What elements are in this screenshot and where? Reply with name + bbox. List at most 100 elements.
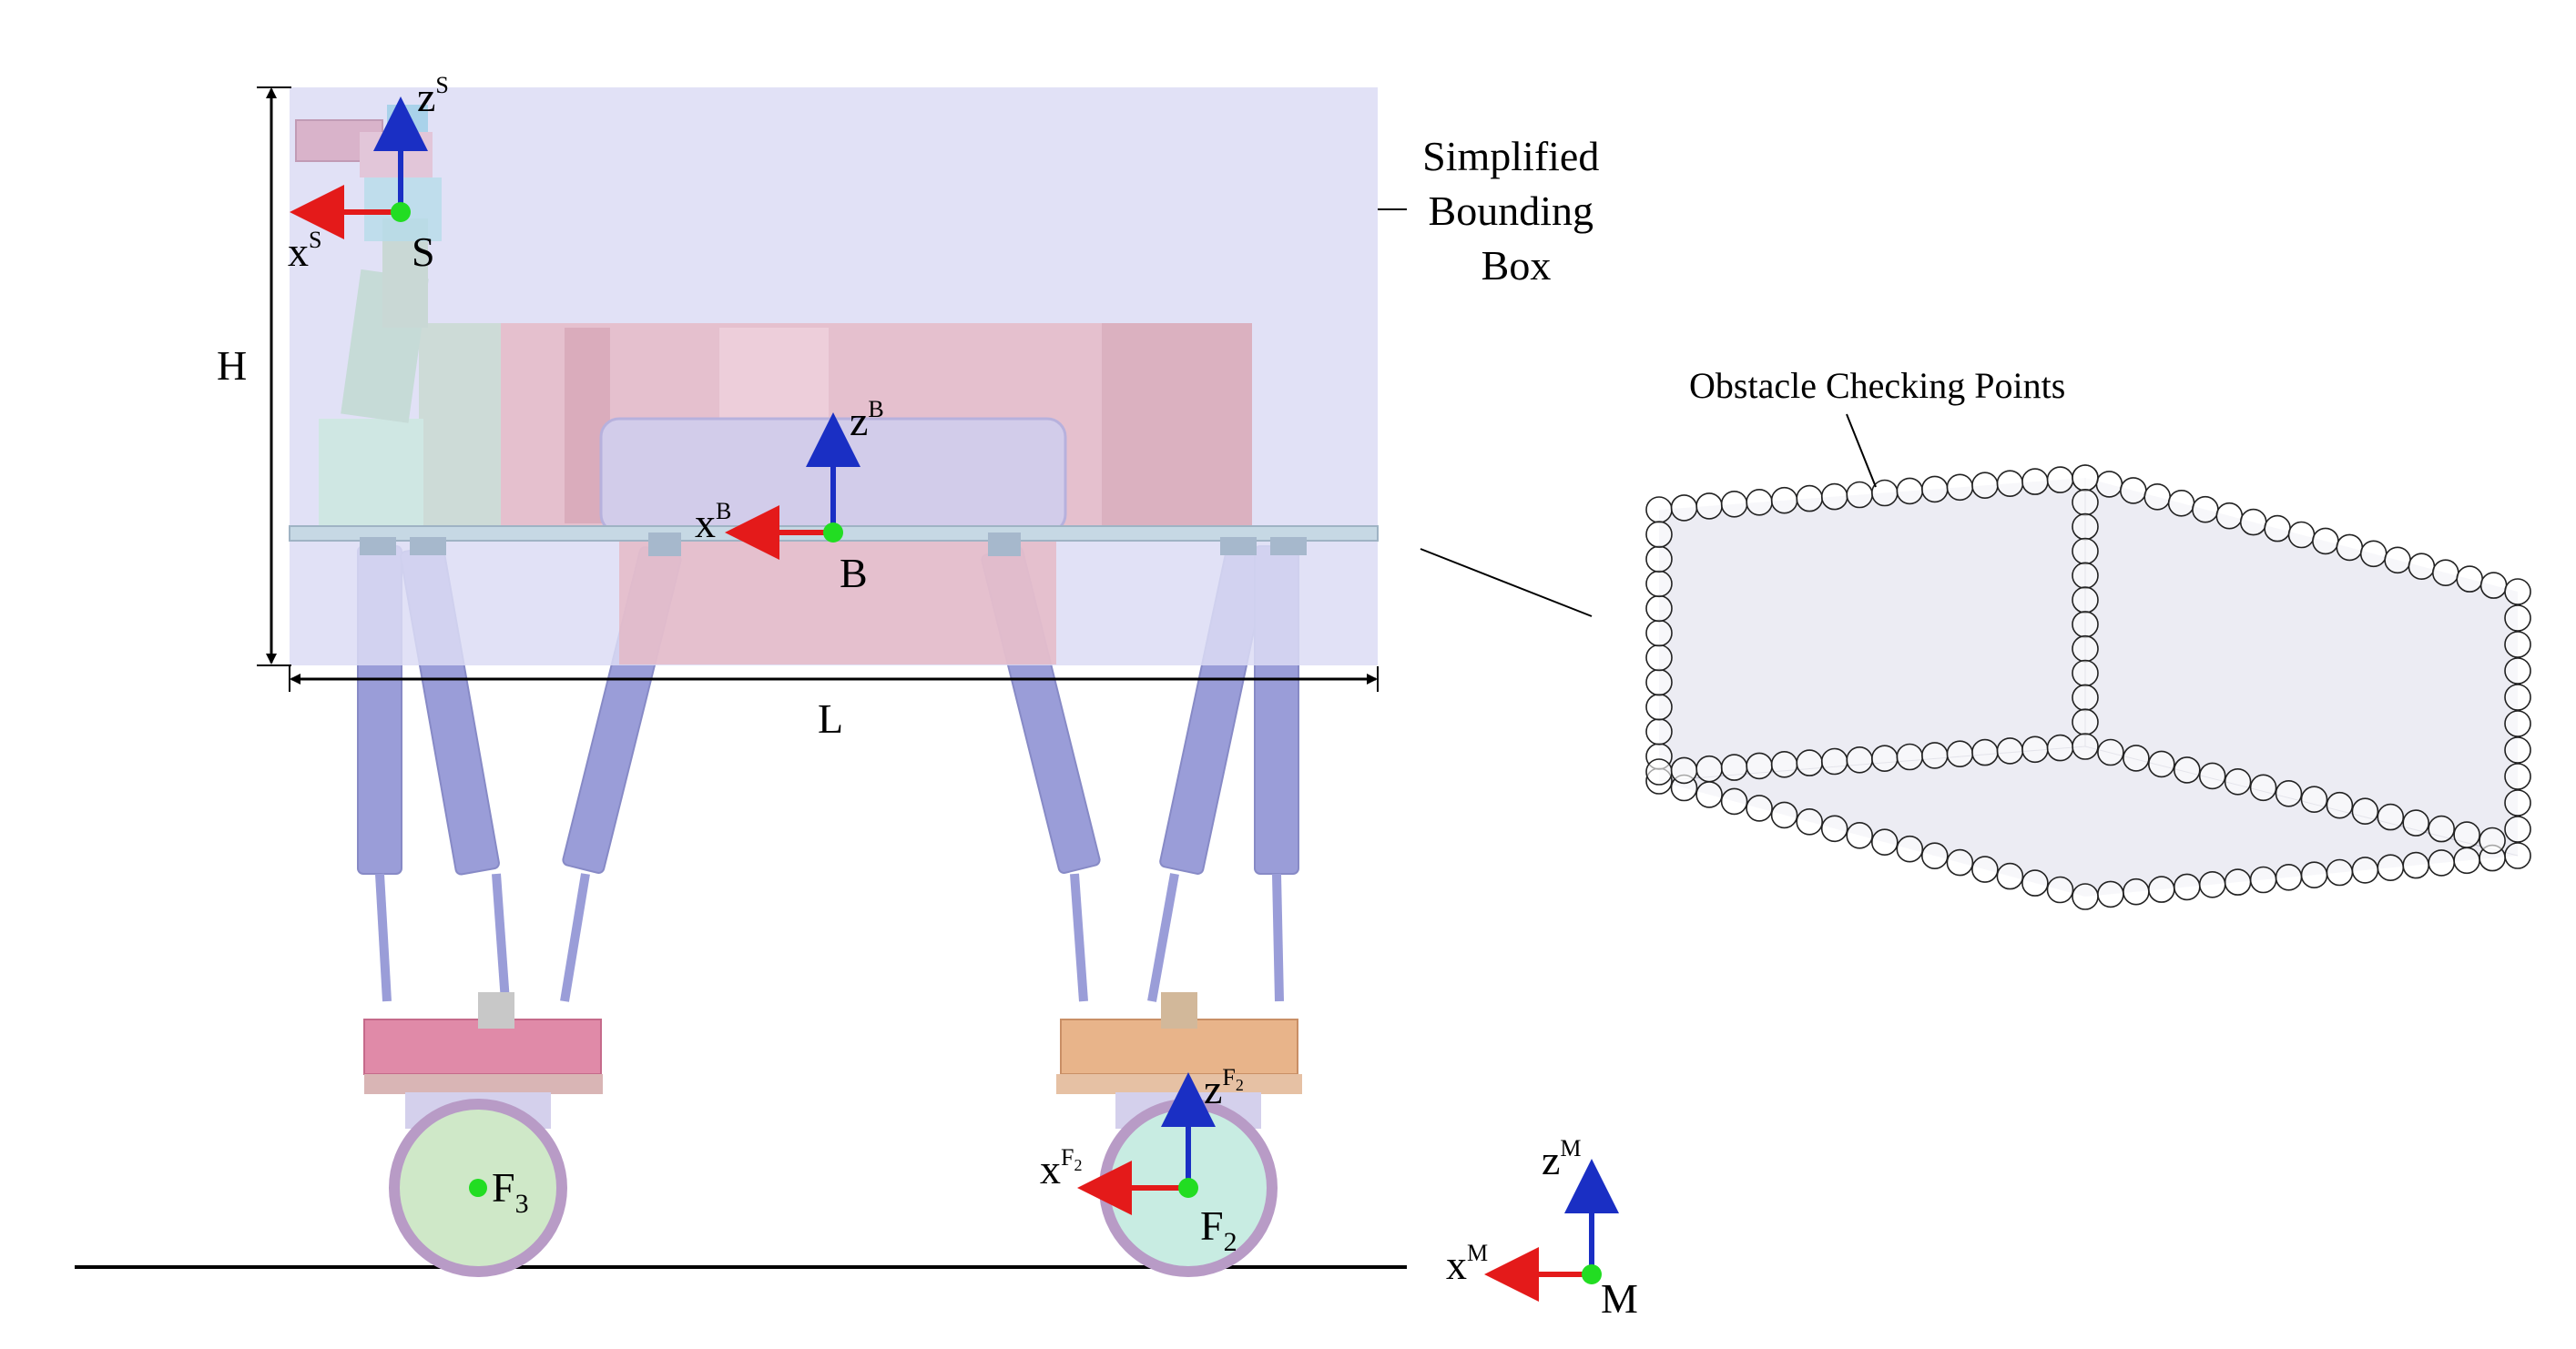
obstacle-checking-point [1996, 862, 2024, 890]
obstacle-checking-point [2143, 482, 2171, 511]
obstacle-checking-point [1645, 594, 1673, 623]
obstacle-checking-point [1770, 486, 1798, 514]
obstacle-checking-point [2377, 854, 2405, 882]
obstacle-checking-point [2072, 634, 2099, 663]
obstacle-checking-point [2456, 565, 2483, 593]
bounding-box-label: Simplified Bounding Box [1422, 133, 1610, 289]
obstacle-checking-point [2504, 789, 2531, 816]
view-connector [1420, 548, 1593, 617]
obstacle-checking-point [2072, 733, 2099, 760]
obstacle-checking-point [2198, 870, 2226, 898]
obstacle-checking-point [2072, 512, 2099, 541]
obstacle-checking-point [1946, 740, 1974, 768]
obstacle-checking-point [2504, 657, 2531, 685]
obstacle-checking-point [2097, 880, 2124, 908]
origin-f3 [469, 1179, 487, 1197]
obstacle-checking-point [2275, 779, 2303, 807]
obstacle-checking-point [2021, 869, 2049, 897]
obstacle-checking-point [2326, 858, 2354, 887]
obstacle-checking-point [1770, 750, 1798, 778]
obstacle-checking-point [1921, 842, 1949, 870]
frame-b-point-label: B [840, 550, 868, 596]
obstacle-checking-point [2072, 883, 2099, 910]
dimension-h [257, 86, 291, 666]
obstacle-checking-point [1846, 481, 1873, 509]
obstacle-checking-point [1645, 644, 1673, 672]
obstacle-checking-point [1746, 488, 1773, 516]
obstacle-checking-point [2072, 464, 2099, 492]
obstacle-checking-point [1645, 619, 1673, 647]
obstacle-checking-point [2046, 876, 2074, 904]
obstacle-checking-point [1645, 496, 1673, 523]
obstacle-checking-point [2479, 827, 2506, 855]
obstacle-checking-point [2504, 736, 2531, 764]
obstacle-checking-point [1746, 752, 1773, 780]
obstacle-checking-point [2408, 553, 2436, 581]
obstacle-checking-point [2046, 466, 2074, 493]
frame-f2-z-label: zF2 [1204, 1064, 1244, 1112]
frame-s-x-label: xS [288, 227, 321, 275]
obstacle-checking-point [1946, 848, 1974, 877]
obstacle-checking-point [1645, 570, 1673, 598]
obstacle-checking-point [2046, 734, 2074, 762]
obstacle-checking-point [1645, 758, 1673, 786]
obstacle-checking-point [1846, 746, 1873, 774]
obstacle-checking-point [2021, 735, 2049, 764]
obstacle-checking-point [1921, 475, 1949, 503]
frame-s [290, 96, 428, 239]
obstacle-checking-point [2504, 604, 2531, 632]
frame-s-point-label: S [412, 228, 435, 275]
frame-f2-point-label: F2 [1200, 1202, 1237, 1257]
obstacle-checking-point [1871, 828, 1899, 857]
obstacle-checking-point [2504, 578, 2531, 605]
obstacle-checking-point [2198, 762, 2226, 790]
obstacle-checking-point [1896, 743, 1924, 771]
obstacle-checking-point [2072, 586, 2099, 614]
obstacle-checking-point [1796, 484, 1823, 512]
obstacle-checking-point [1796, 807, 1823, 836]
frame-m-z-label: zM [1542, 1135, 1582, 1183]
joints [360, 532, 1307, 556]
obstacle-checking-points [1645, 464, 2531, 910]
obstacle-checking-point [1946, 473, 1974, 502]
obstacle-checking-point [2453, 821, 2480, 848]
obstacle-checking-point [1896, 835, 1924, 863]
obstacle-checking-point [1720, 754, 1748, 781]
obstacle-checking-point [1820, 747, 1848, 776]
obstacle-checking-point [2275, 863, 2303, 891]
origin-s [391, 202, 411, 222]
obstacle-checking-point [2072, 708, 2099, 736]
frame-b-x-label: xB [695, 498, 731, 546]
obstacle-checking-point [1996, 737, 2024, 765]
obstacle-checking-point [2300, 786, 2328, 814]
frame-f2 [1077, 1072, 1216, 1215]
obstacle-checking-point [1670, 756, 1698, 785]
obstacle-checking-point [2402, 851, 2429, 879]
obstacle-checking-point [1645, 545, 1673, 573]
obstacle-checking-point [2123, 877, 2150, 906]
obstacle-checking-point [2377, 803, 2405, 831]
obstacle-label: Obstacle Checking Points [1689, 365, 2065, 406]
obstacle-checking-point [2287, 521, 2316, 549]
frame-b-z-label: zB [850, 396, 884, 444]
obstacle-checking-point [2504, 816, 2531, 843]
obstacle-checking-point [2432, 559, 2459, 587]
obstacle-checking-point [2326, 791, 2354, 819]
obstacle-checking-point [1820, 815, 1848, 843]
obstacle-checking-point [2359, 540, 2388, 568]
obstacle-checking-point [1971, 856, 1999, 883]
obstacle-checking-point [1971, 738, 1999, 766]
obstacle-checking-point [2072, 537, 2099, 565]
obstacle-checking-point [2120, 477, 2147, 504]
obstacle-checking-point [2224, 868, 2252, 896]
obstacle-checking-point [2072, 611, 2099, 638]
foot-right [1056, 992, 1302, 1094]
frame-m-point-label: M [1601, 1275, 1638, 1322]
wheel-left [389, 1092, 567, 1277]
length-label: L [818, 695, 843, 742]
obstacle-checking-point [1770, 801, 1798, 829]
obstacle-checking-point [2097, 738, 2124, 766]
obstacle-leader [1846, 413, 1877, 488]
frame-s-z-label: zS [417, 72, 449, 120]
